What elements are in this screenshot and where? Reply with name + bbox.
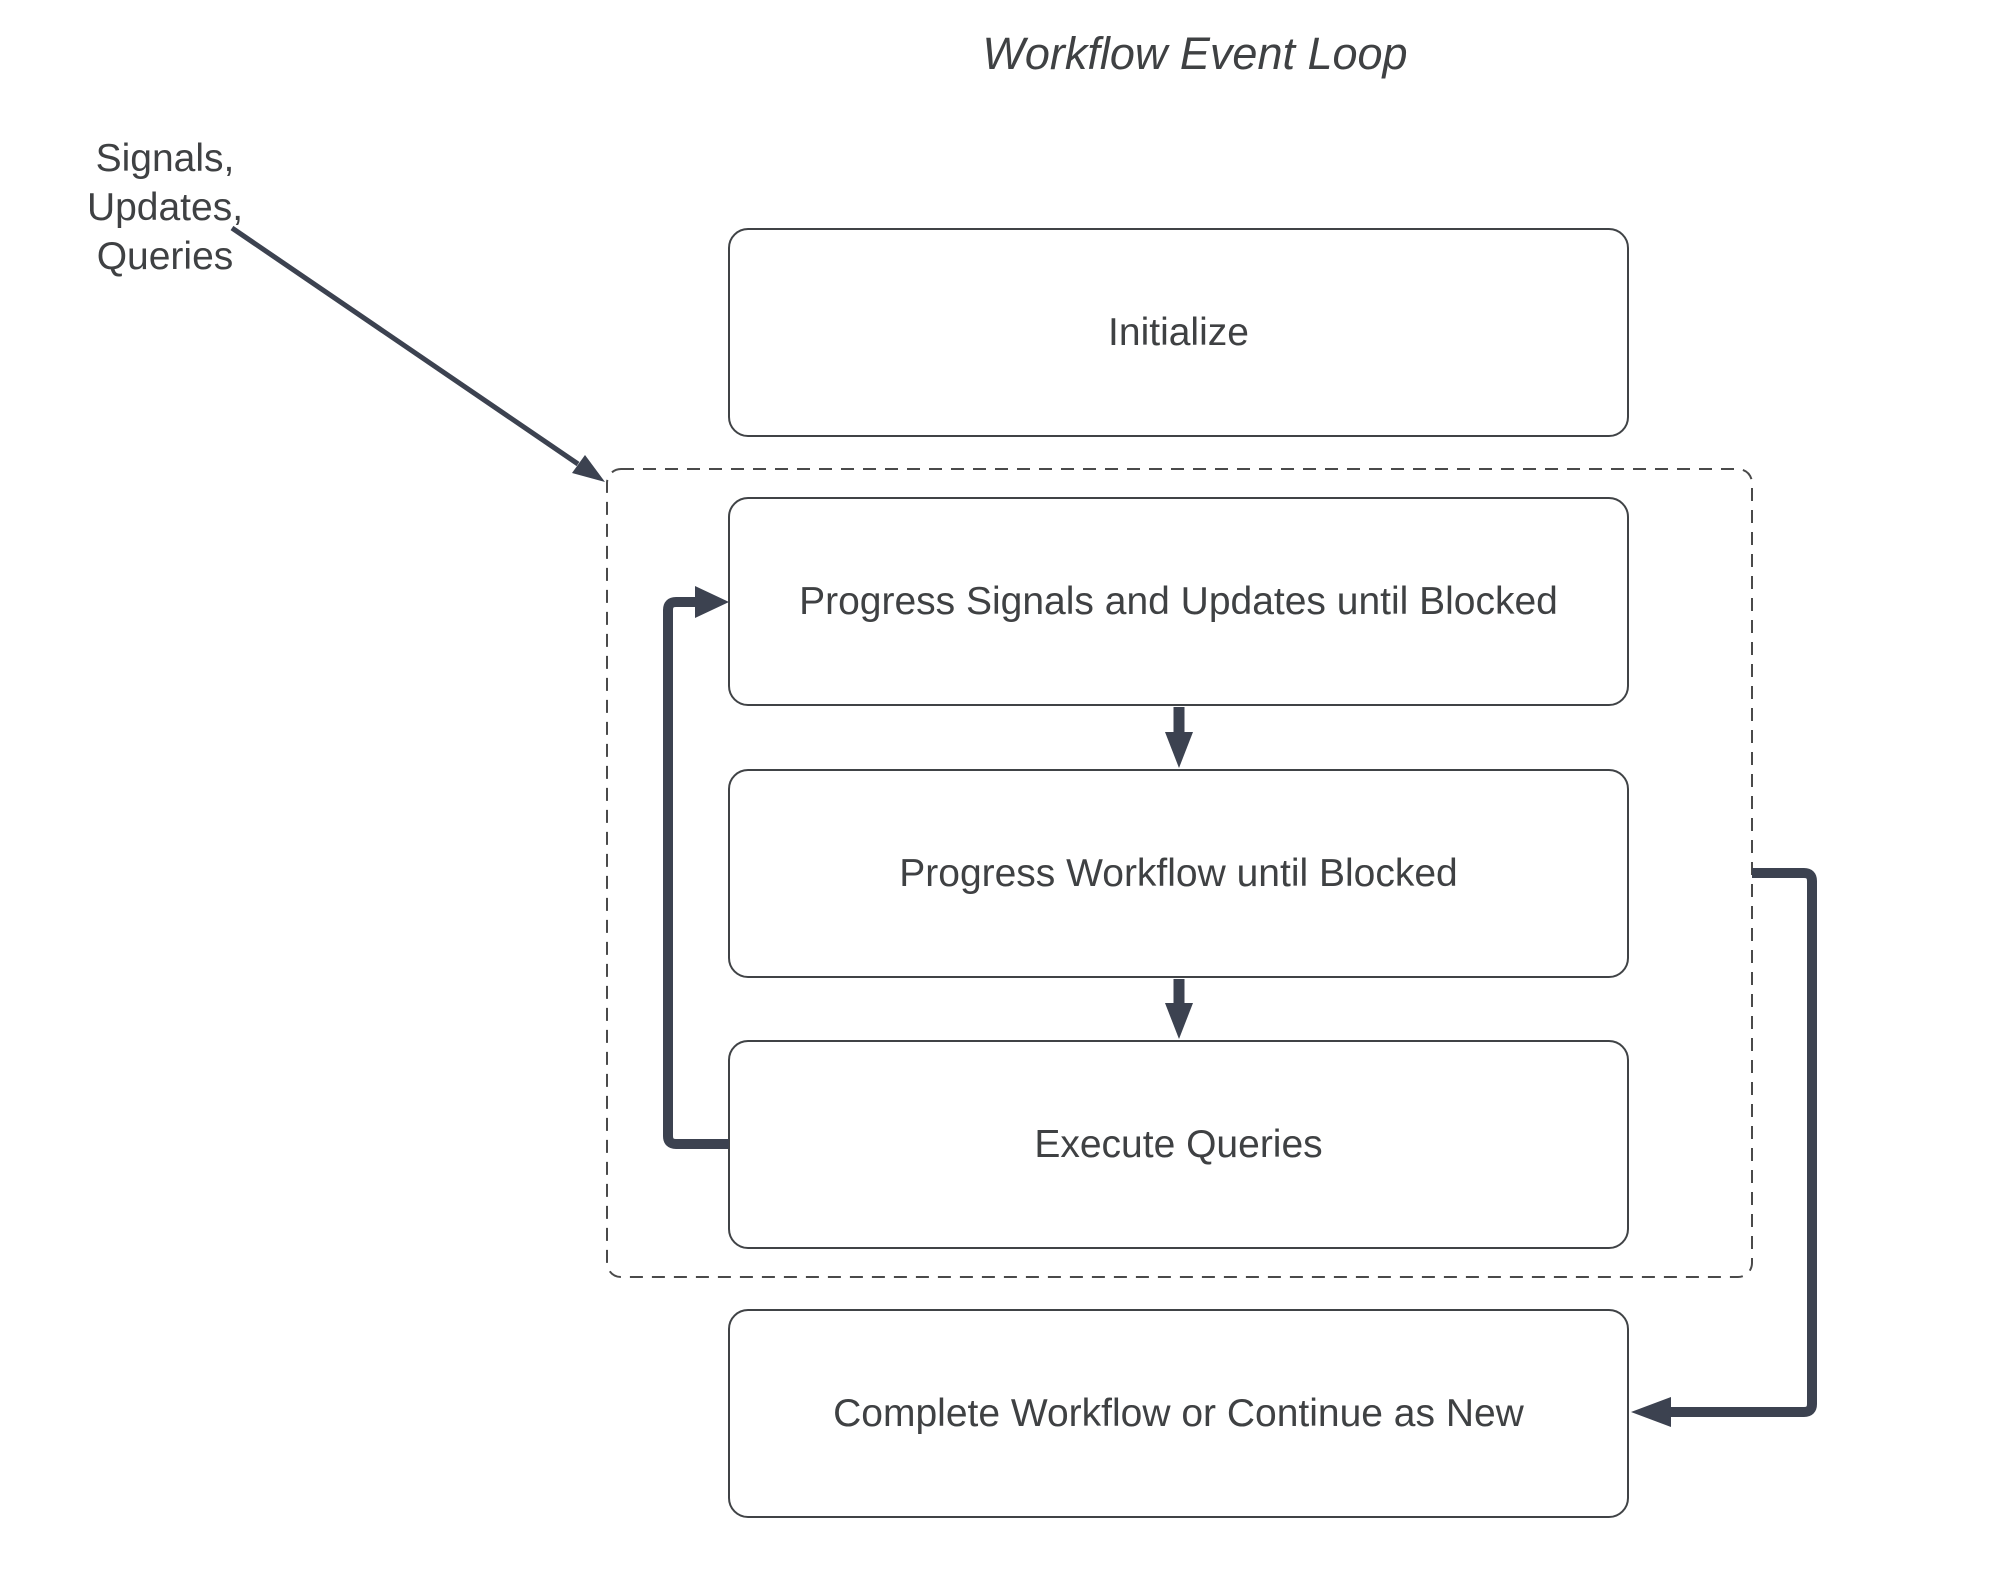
annotation-line-1: Signals, Updates, xyxy=(86,137,244,229)
node-progress-workflow-label: Progress Workflow until Blocked xyxy=(899,851,1458,895)
node-progress-signals-label: Progress Signals and Updates until Block… xyxy=(799,579,1558,623)
annotation-arrowhead xyxy=(572,455,605,482)
node-progress-workflow: Progress Workflow until Blocked xyxy=(728,769,1629,978)
node-complete: Complete Workflow or Continue as New xyxy=(728,1309,1629,1518)
loop-back-arrowhead xyxy=(695,586,729,618)
workflow-to-queries-arrowhead xyxy=(1165,1003,1193,1039)
diagram-title: Workflow Event Loop xyxy=(982,28,1408,79)
annotation-line-2: Queries xyxy=(96,235,234,278)
node-complete-label: Complete Workflow or Continue as New xyxy=(833,1391,1524,1435)
signals-to-workflow-arrowhead xyxy=(1165,732,1193,768)
node-initialize-label: Initialize xyxy=(1108,310,1249,354)
loop-back-arrow xyxy=(663,597,729,1149)
container-to-complete-arrowhead xyxy=(1631,1397,1671,1427)
node-progress-signals: Progress Signals and Updates until Block… xyxy=(728,497,1629,706)
container-to-complete-arrow xyxy=(1671,868,1817,1417)
signals-updates-queries-label: Signals, Updates, Queries xyxy=(15,134,315,281)
node-initialize: Initialize xyxy=(728,228,1629,437)
node-execute-queries-label: Execute Queries xyxy=(1034,1122,1323,1166)
node-execute-queries: Execute Queries xyxy=(728,1040,1629,1249)
